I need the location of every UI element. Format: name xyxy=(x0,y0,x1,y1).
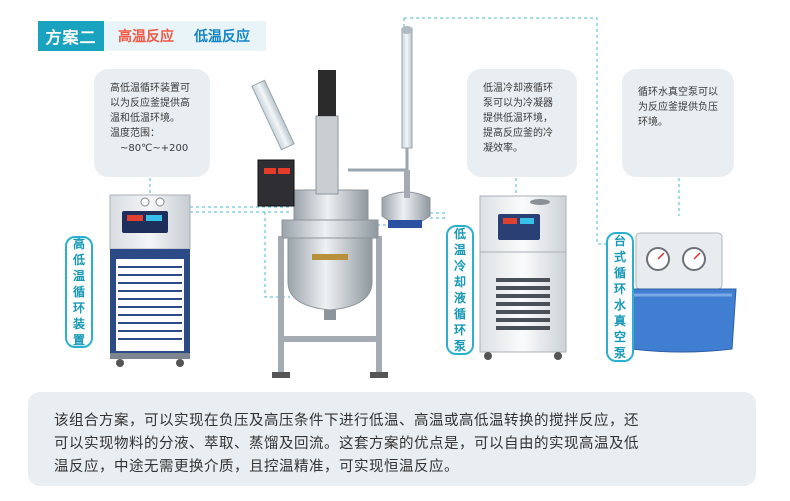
label-char: 水 xyxy=(613,298,626,312)
label-vacuum-pump: 台 式 循 环 水 真 空 泵 xyxy=(606,232,634,362)
label-char: 式 xyxy=(613,250,626,264)
summary-line: 该组合方案，可以实现在负压及高压条件下进行低温、高温或高低温转换的搅拌反应，还 xyxy=(54,413,639,429)
chiller-description: 低温冷却液循环 泵可以为冷凝器 提供低温环境， 提高反应釜的冷 凝效率。 xyxy=(467,69,577,177)
vacuum-desc-line: 循环水真空泵可以 xyxy=(638,87,718,98)
hl-unit-temp-range: ~80℃~+200 xyxy=(120,143,189,154)
vacuum-desc-line: 为反应釜提供负压 xyxy=(638,102,718,113)
label-char: 循 xyxy=(453,307,466,321)
vacuum-description: 循环水真空泵可以 为反应釜提供负压 环境。 xyxy=(622,69,734,177)
label-hl-circulator: 高 低 温 循 环 装 置 xyxy=(65,236,93,348)
label-char: 循 xyxy=(613,266,626,280)
label-char: 空 xyxy=(613,330,626,344)
vacuum-desc-line: 环境。 xyxy=(638,117,668,128)
label-char: 台 xyxy=(613,234,626,248)
plan-tags: 高温反应 低温反应 xyxy=(104,21,266,51)
label-char: 温 xyxy=(453,243,466,257)
label-char: 低 xyxy=(453,227,466,241)
hl-unit-desc-line: 高低温循环装置可 xyxy=(110,83,190,94)
label-char: 液 xyxy=(453,291,466,305)
chiller-desc-line: 提高反应釜的冷 xyxy=(483,128,553,139)
summary-panel: 该组合方案，可以实现在负压及高压条件下进行低温、高温或高低温转换的搅拌反应，还 … xyxy=(28,392,756,486)
chiller-desc-line: 凝效率。 xyxy=(483,143,523,154)
label-char: 高 xyxy=(72,237,85,251)
label-char: 温 xyxy=(72,269,85,283)
chiller-desc-line: 提供低温环境， xyxy=(483,113,553,124)
hl-unit-description: 高低温循环装置可 以为反应釜提供高 温和低温环境。 温度范围： ~80℃~+20… xyxy=(94,69,210,177)
reactor-image xyxy=(251,26,431,378)
label-char: 环 xyxy=(453,323,466,337)
hl-circulator-image xyxy=(109,194,191,367)
summary-line: 可以实现物料的分液、萃取、蒸馏及回流。这套方案的优点是，可以自由的实现高温及低 xyxy=(54,436,639,452)
tag-high-temp: 高温反应 xyxy=(118,29,174,45)
label-char: 环 xyxy=(613,282,626,296)
label-char: 真 xyxy=(613,314,626,328)
hl-unit-desc-line: 以为反应釜提供高 xyxy=(110,98,190,109)
label-char: 冷 xyxy=(453,259,466,273)
label-chiller: 低 温 冷 却 液 循 环 泵 xyxy=(446,225,474,355)
label-char: 却 xyxy=(453,275,466,289)
label-char: 置 xyxy=(72,333,85,347)
label-char: 循 xyxy=(72,285,85,299)
label-char: 装 xyxy=(72,317,85,331)
chiller-desc-line: 泵可以为冷凝器 xyxy=(483,98,553,109)
chiller-desc-line: 低温冷却液循环 xyxy=(483,83,553,94)
label-char: 环 xyxy=(72,301,85,315)
chiller-image xyxy=(479,195,567,360)
label-char: 泵 xyxy=(453,339,466,353)
tag-low-temp: 低温反应 xyxy=(194,29,250,45)
hl-unit-desc-line: 温和低温环境。 xyxy=(110,113,180,124)
label-char: 泵 xyxy=(613,346,626,360)
plan-title: 方案二 xyxy=(38,21,104,51)
summary-line: 温反应，中途无需更换介质，且控温精准，可实现恒温反应。 xyxy=(54,459,459,475)
hl-unit-desc-line: 温度范围： xyxy=(110,128,160,139)
label-char: 低 xyxy=(72,253,85,267)
vacuum-pump-image xyxy=(627,232,737,353)
